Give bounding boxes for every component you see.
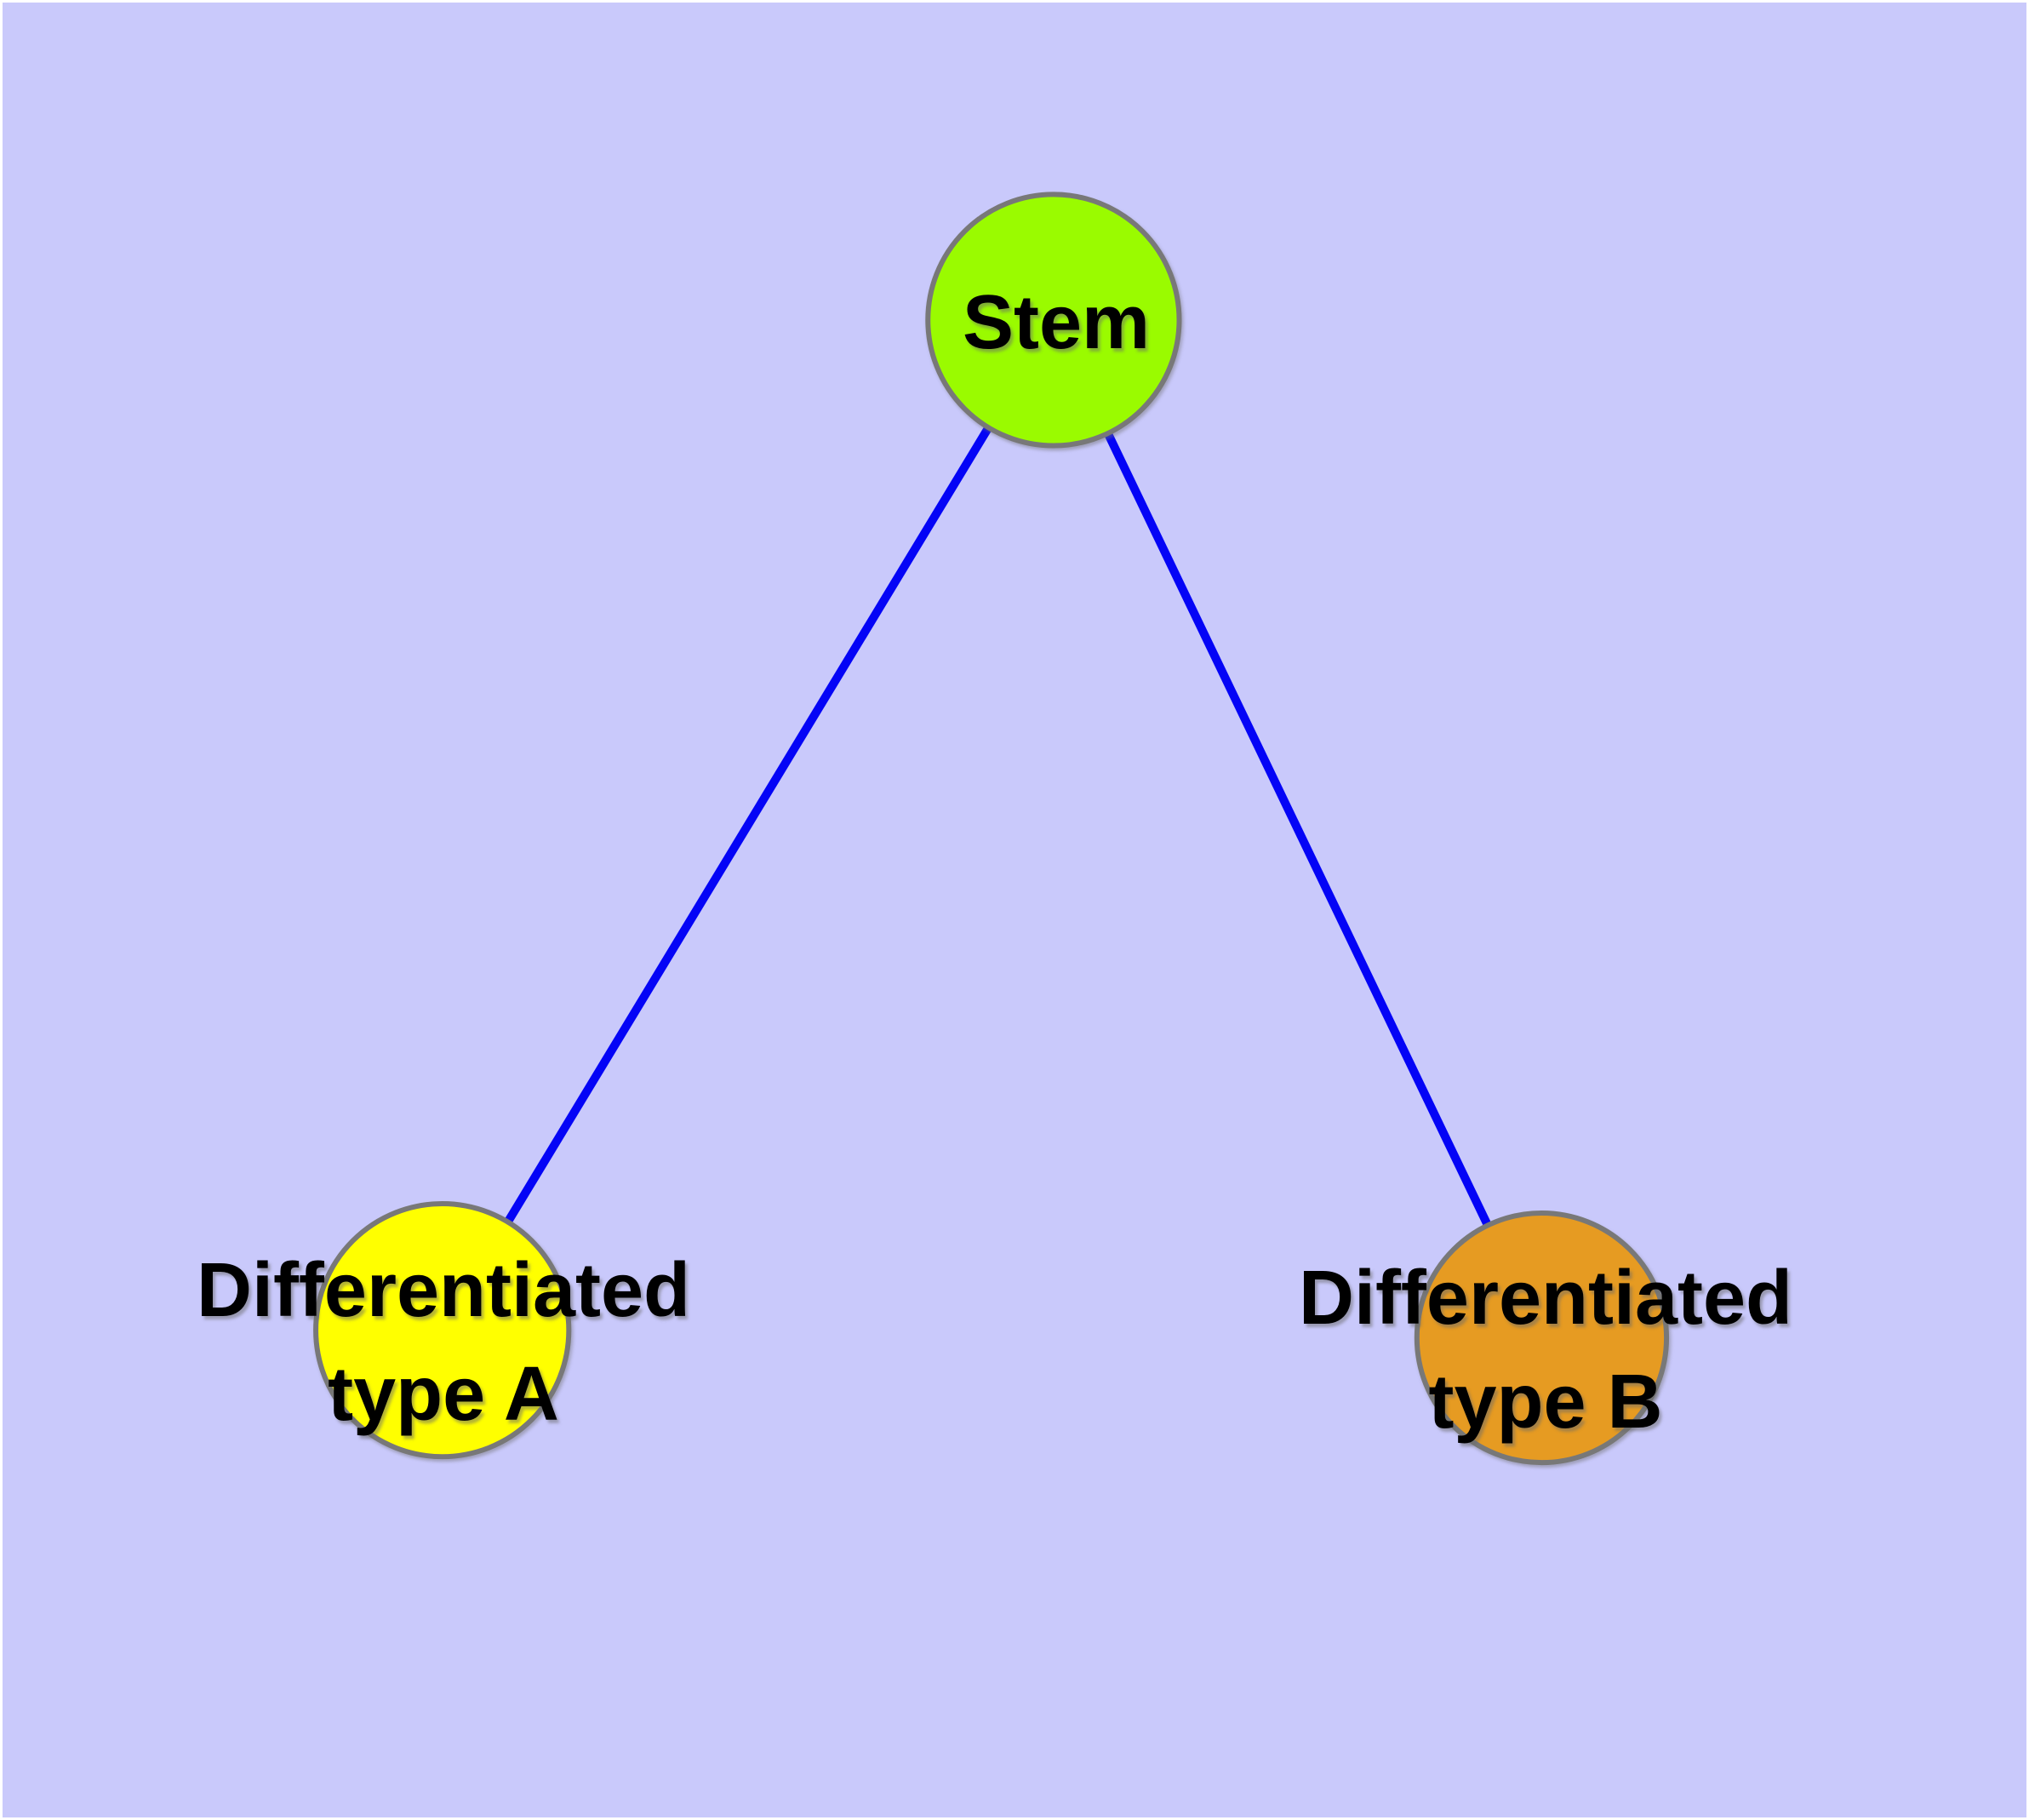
graph-svg — [3, 3, 2026, 1817]
node-stem-circle — [925, 192, 1182, 449]
node-type-a-circle — [313, 1201, 572, 1460]
node-type-b-circle — [1414, 1210, 1670, 1466]
plot-canvas: Stem Differentiated type A Differentiate… — [3, 3, 2026, 1817]
edge-stem-to-type-a — [438, 318, 1058, 1333]
edge-layer — [438, 318, 1546, 1340]
edge-stem-to-type-b — [1049, 318, 1546, 1340]
node-layer — [313, 192, 1670, 1466]
